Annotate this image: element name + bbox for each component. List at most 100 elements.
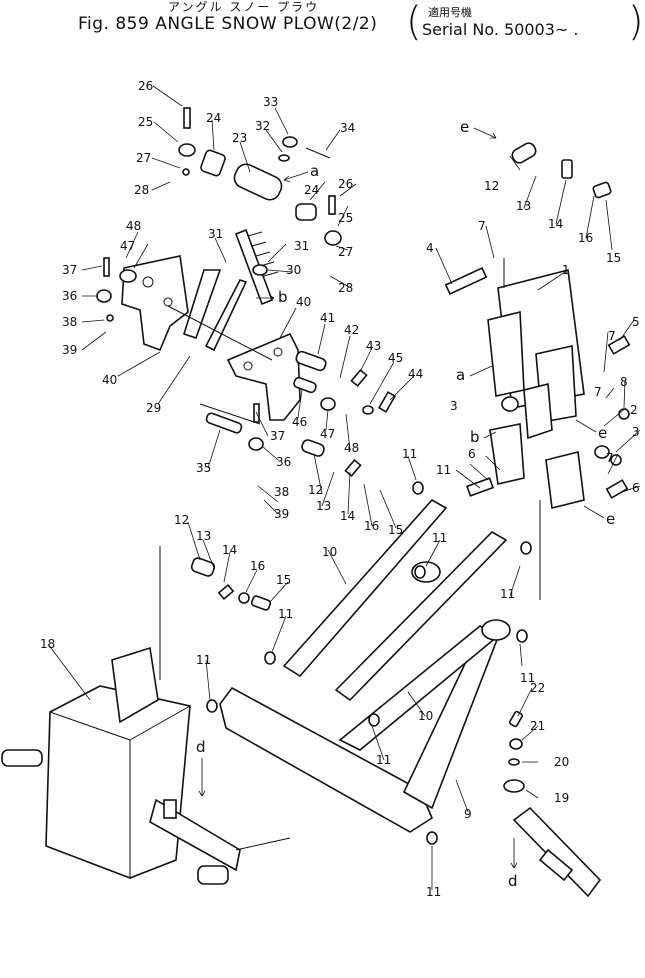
callout-label: 2 [630, 403, 638, 417]
bushing-11 [520, 541, 532, 555]
callout-label: 13 [196, 529, 211, 543]
base-bracket-ear [111, 646, 159, 724]
callout-label: 29 [146, 401, 161, 415]
arrow [198, 758, 206, 797]
bracket-hole [243, 361, 253, 371]
callout-label: 7 [606, 451, 614, 465]
plate-19 [503, 779, 525, 793]
callout-label: 15 [606, 251, 621, 265]
reference-letter: b [278, 288, 288, 306]
callout-label: 36 [276, 455, 291, 469]
tube-23 [233, 163, 283, 201]
callout-label: 43 [366, 339, 381, 353]
callout-label: 48 [344, 441, 359, 455]
washer-32 [278, 154, 290, 162]
rod-29 [204, 279, 248, 352]
callout-label: 30 [286, 263, 301, 277]
pin-12 [190, 557, 216, 577]
callout-label: 27 [136, 151, 151, 165]
bushing-11 [206, 699, 218, 713]
bolt-15 [250, 595, 272, 611]
callout-label: 24 [304, 183, 319, 197]
callout-label: 35 [196, 461, 211, 475]
washer-45 [362, 405, 374, 415]
callout-label: 14 [222, 543, 237, 557]
figure-header: アングル スノー プラウ Fig. 859 ANGLE SNOW PLOW(2/… [0, 0, 645, 70]
washer-16 [238, 592, 250, 604]
callout-label: 26 [338, 177, 353, 191]
callout-label: 16 [364, 519, 379, 533]
title-japanese: アングル スノー プラウ [168, 0, 320, 14]
callout-label: 21 [530, 719, 545, 733]
callout-label: 46 [292, 415, 307, 429]
callout-label: 47 [320, 427, 335, 441]
applicable-label-japanese: 適用号機 [428, 6, 472, 19]
callout-label: 31 [208, 227, 223, 241]
base-bolt [163, 799, 177, 819]
callout-label: 25 [338, 211, 353, 225]
arm-10-upper [282, 498, 448, 678]
bracket-40 [121, 255, 189, 352]
arrow [483, 431, 497, 439]
bushing-11 [264, 651, 276, 665]
reference-letter: a [456, 366, 465, 384]
arrow [473, 127, 497, 139]
callout-label: 12 [484, 179, 499, 193]
callout-label: 15 [276, 573, 291, 587]
bolt-6 [605, 479, 629, 499]
bracket-40b [226, 332, 301, 421]
bolt-4 [444, 266, 488, 296]
bolt-26b [328, 195, 336, 215]
callout-label: 27 [338, 245, 353, 259]
nut-21 [509, 738, 523, 750]
pin-41 [295, 350, 327, 372]
reference-letter: e [606, 510, 615, 528]
reference-letter: a [310, 162, 319, 180]
bolt-44 [377, 391, 397, 413]
callout-label: 28 [338, 281, 353, 295]
callout-label: 39 [274, 507, 289, 521]
open-paren: ( [406, 0, 422, 45]
callout-label: 13 [516, 199, 531, 213]
callout-label: 10 [418, 709, 433, 723]
base-bracket-18 [45, 685, 191, 879]
reference-letter: e [598, 424, 607, 442]
washer-38 [106, 314, 114, 322]
callout-label: 16 [250, 559, 265, 573]
callout-label: 20 [554, 755, 569, 769]
callout-label: 40 [296, 295, 311, 309]
callout-label: 14 [548, 217, 563, 231]
figure-title: Fig. 859 ANGLE SNOW PLOW(2/2) [78, 14, 378, 34]
base-pin [1, 749, 43, 767]
callout-label: 3 [632, 425, 640, 439]
pin-24b [295, 203, 317, 221]
callout-label: 11 [432, 531, 447, 545]
callout-label: 31 [294, 239, 309, 253]
callout-label: 32 [255, 119, 270, 133]
callout-label: 5 [632, 315, 640, 329]
close-paren: ) [628, 0, 644, 45]
arrow [575, 419, 597, 433]
washer-47b [320, 397, 336, 411]
callout-label: 37 [270, 429, 285, 443]
bracket-hole [273, 347, 283, 357]
bushing-11 [414, 565, 426, 579]
arrow [510, 838, 518, 869]
bolt-26 [183, 107, 191, 129]
callout-label: 45 [388, 351, 403, 365]
callout-label: 12 [174, 513, 189, 527]
reference-letters: a b d d e a b e e [196, 118, 615, 890]
callout-label: 6 [632, 481, 640, 495]
callout-label: 16 [578, 231, 593, 245]
callout-label: 34 [340, 121, 355, 135]
bracket-2 [523, 382, 553, 440]
callout-label: 39 [62, 343, 77, 357]
bushing-3 [501, 396, 519, 412]
spring-31-coils [247, 231, 279, 277]
callout-label: 11 [520, 671, 535, 685]
callout-label: 11 [278, 607, 293, 621]
bracket-upper [487, 310, 525, 397]
plate-14c [561, 159, 573, 179]
nut-8 [618, 408, 630, 420]
